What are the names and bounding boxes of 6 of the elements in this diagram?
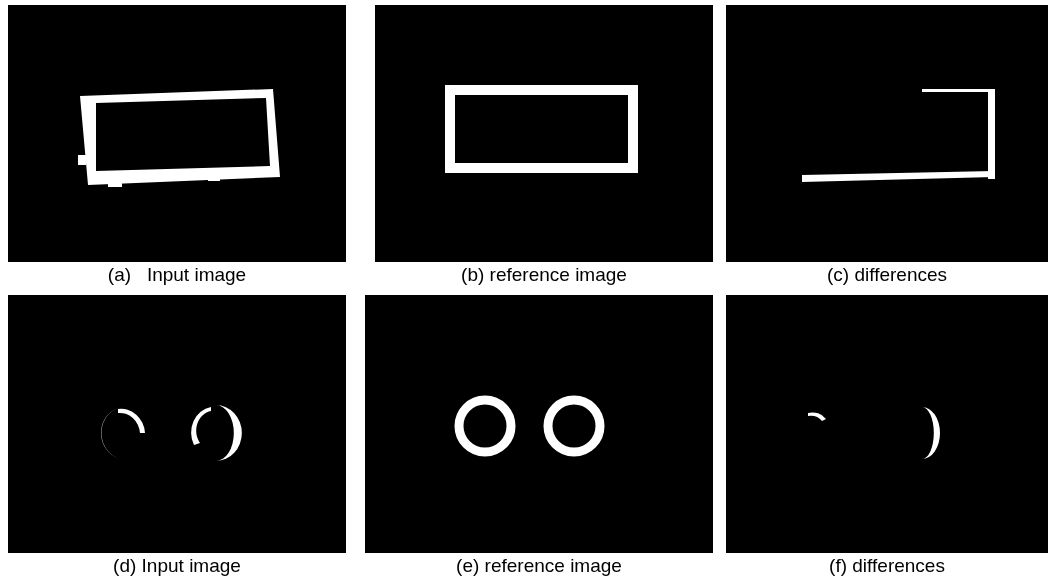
image-caption: (a) Input image — [106, 264, 248, 286]
image-caption: (d) Input image — [112, 555, 242, 577]
image-caption: (e) reference image — [455, 555, 623, 577]
image-caption: (b) reference image — [460, 264, 628, 286]
image-caption: (c) differences — [826, 264, 948, 286]
image-caption: (f) differences — [828, 555, 946, 577]
